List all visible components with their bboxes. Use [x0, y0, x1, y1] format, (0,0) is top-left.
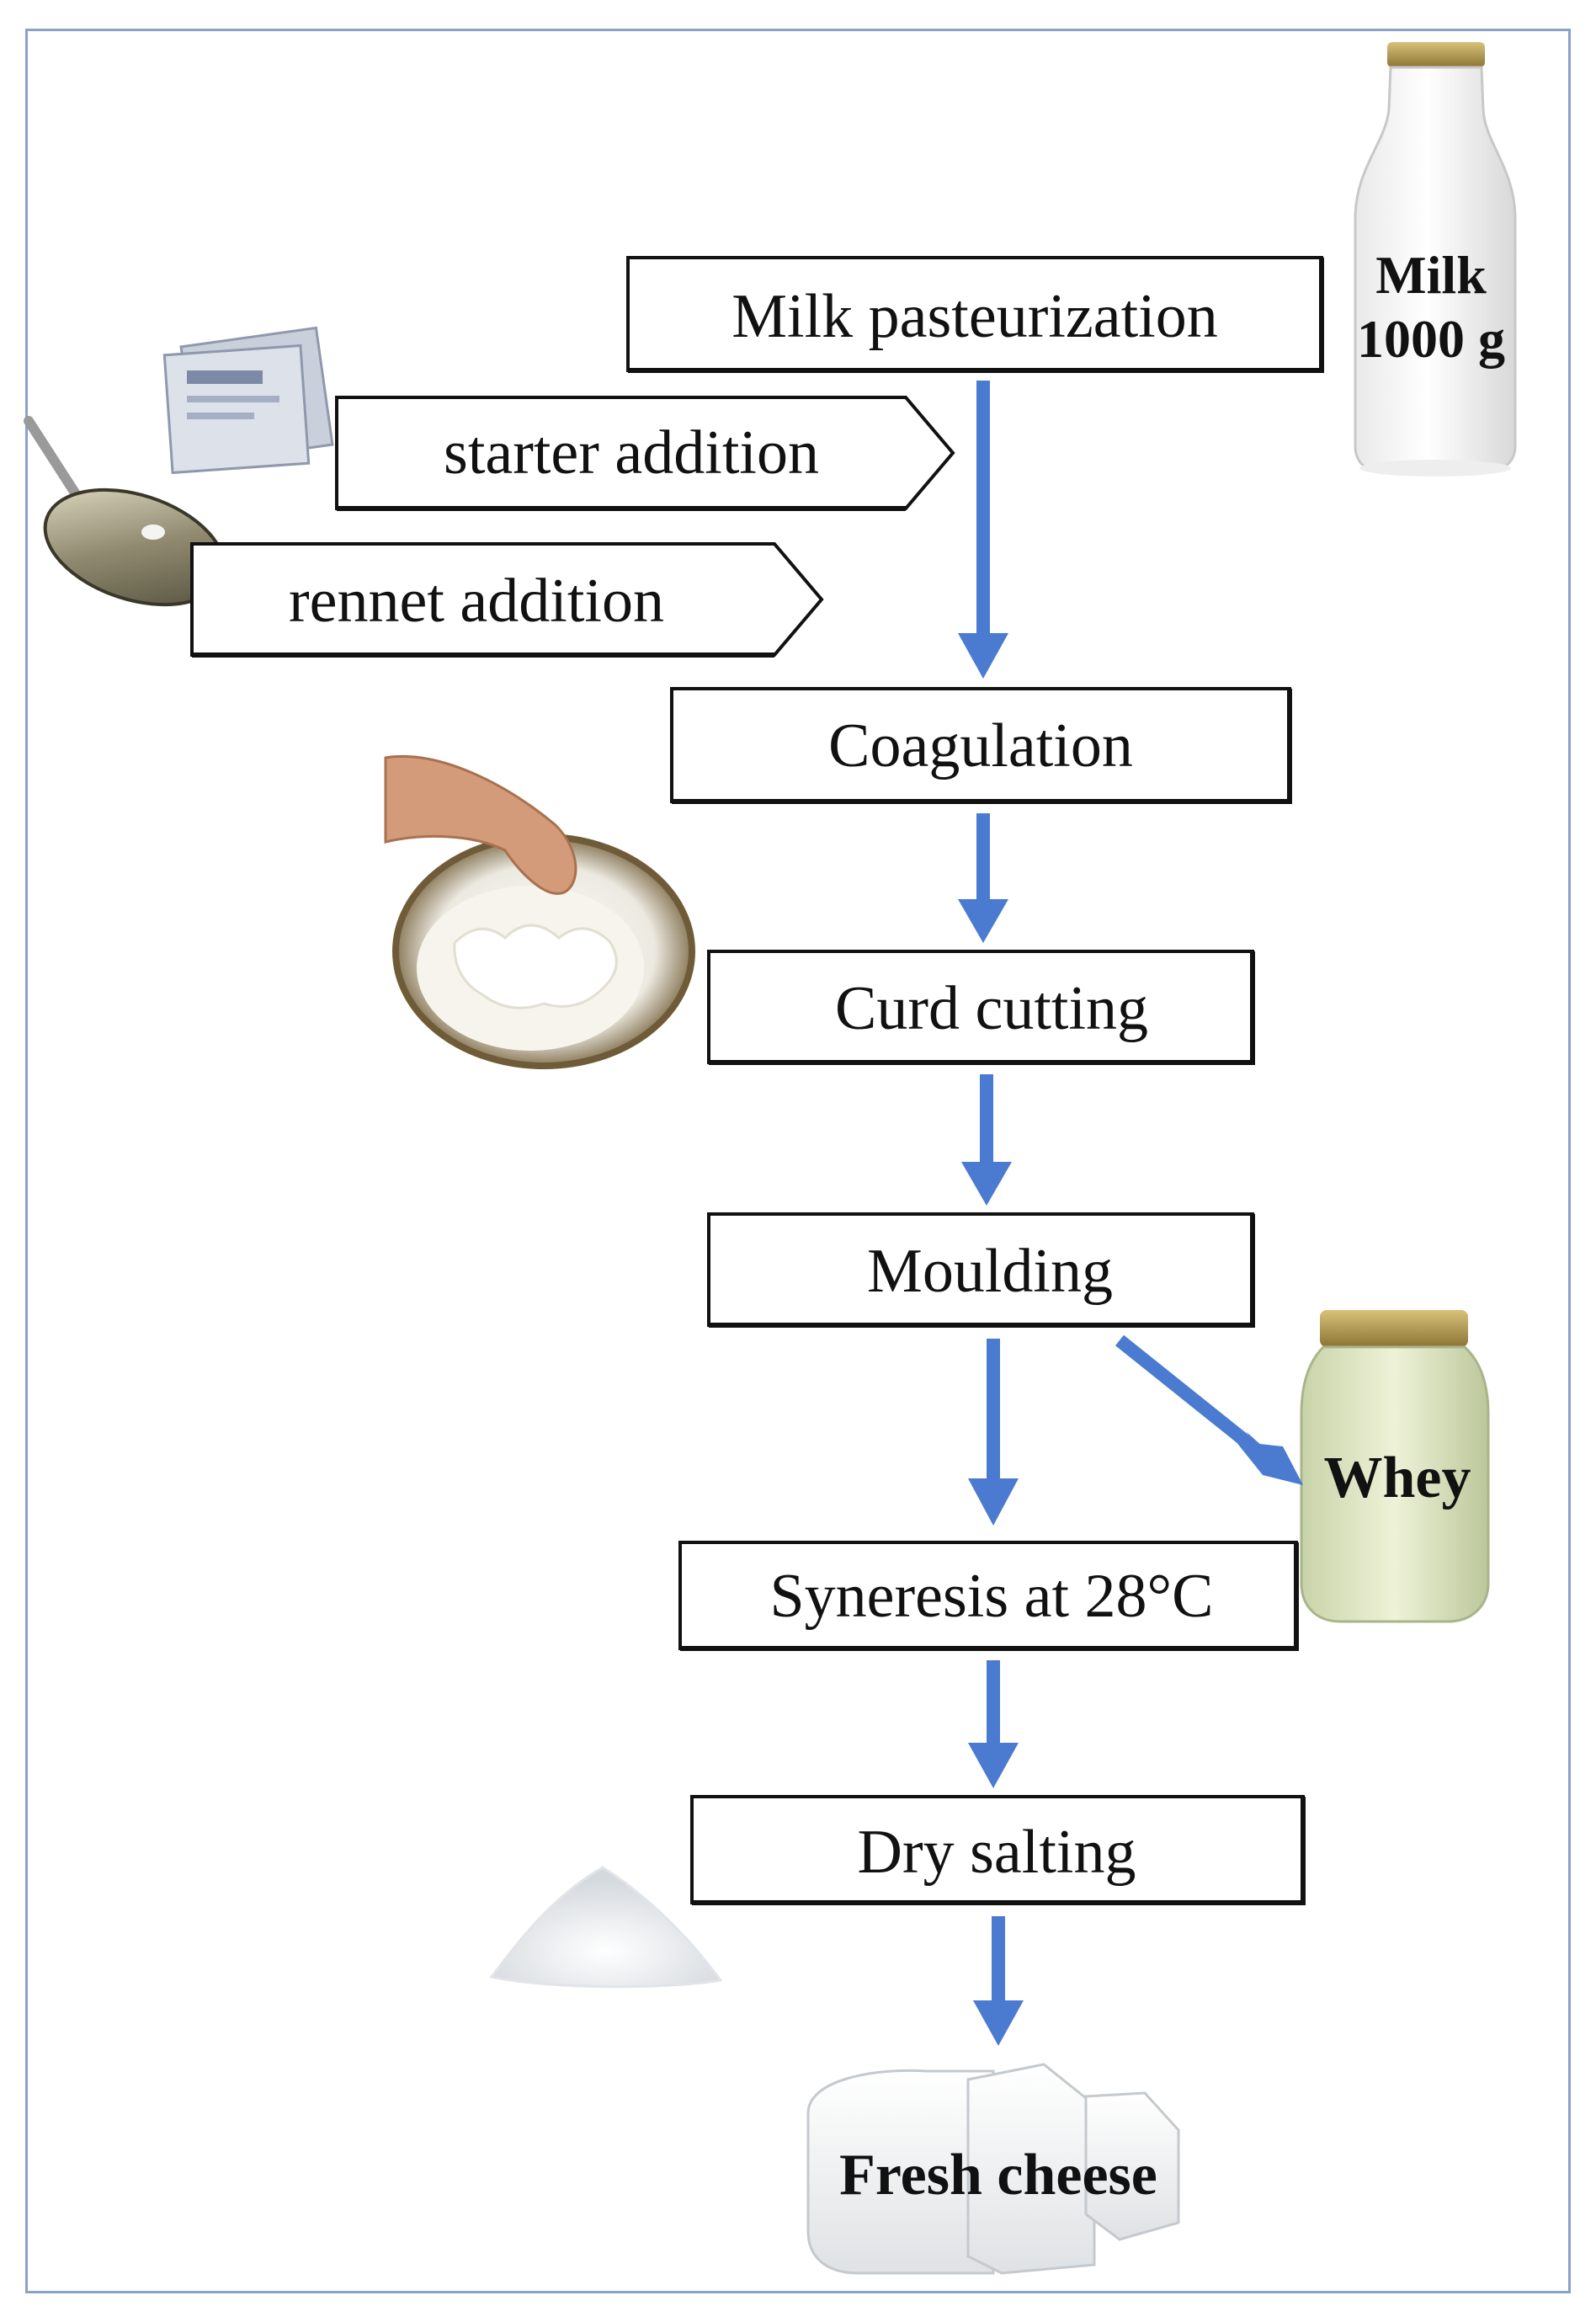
- milk-quantity-label: 1000 g: [1357, 309, 1505, 369]
- curd-bowl-icon: [384, 755, 695, 1069]
- step-coagulation-label: Coagulation: [828, 711, 1133, 780]
- arrow-dry-salting-to-cheese: [973, 1916, 1024, 2046]
- milk-bottle-icon: [1354, 42, 1517, 477]
- step-syneresis-label: Syneresis at 28°C: [770, 1562, 1214, 1631]
- step-rennet-addition: rennet addition: [190, 542, 824, 658]
- step-moulding-label: Moulding: [867, 1237, 1113, 1306]
- step-dry-salting: Dry salting: [690, 1795, 1306, 1905]
- fresh-cheese-icon: [806, 2063, 1180, 2275]
- fresh-cheese-label: Fresh cheese: [839, 2143, 1157, 2207]
- milk-label: Milk: [1375, 245, 1487, 305]
- step-curd-cutting-label: Curd cutting: [835, 974, 1148, 1043]
- diagram-frame: [25, 29, 1571, 2293]
- step-dry-salting-label: Dry salting: [858, 1818, 1136, 1887]
- whey-jar-icon: [1300, 1310, 1490, 1623]
- starter-sachet-icon: [162, 326, 334, 475]
- arrow-syneresis-to-dry-salting: [968, 1660, 1019, 1788]
- step-coagulation: Coagulation: [670, 687, 1292, 804]
- step-curd-cutting: Curd cutting: [707, 950, 1255, 1065]
- whey-label: Whey: [1324, 1446, 1471, 1510]
- arrow-coagulation-to-curd-cutting: [958, 813, 1008, 943]
- arrow-curd-cutting-to-moulding: [961, 1074, 1012, 1206]
- arrow-moulding-to-syneresis: [968, 1339, 1019, 1526]
- step-starter-addition: starter addition: [335, 396, 955, 511]
- arrow-pasteurization-to-coagulation: [958, 381, 1008, 679]
- step-milk-pasteurization: Milk pasteurization: [626, 256, 1324, 373]
- salt-pile-icon: [489, 1866, 723, 1989]
- arrow-moulding-to-whey: [1115, 1334, 1303, 1485]
- step-starter-addition-label: starter addition: [444, 418, 819, 487]
- step-rennet-addition-label: rennet addition: [289, 567, 664, 636]
- step-milk-pasteurization-label: Milk pasteurization: [732, 282, 1217, 351]
- step-syneresis: Syneresis at 28°C: [678, 1541, 1299, 1651]
- step-moulding: Moulding: [707, 1212, 1255, 1328]
